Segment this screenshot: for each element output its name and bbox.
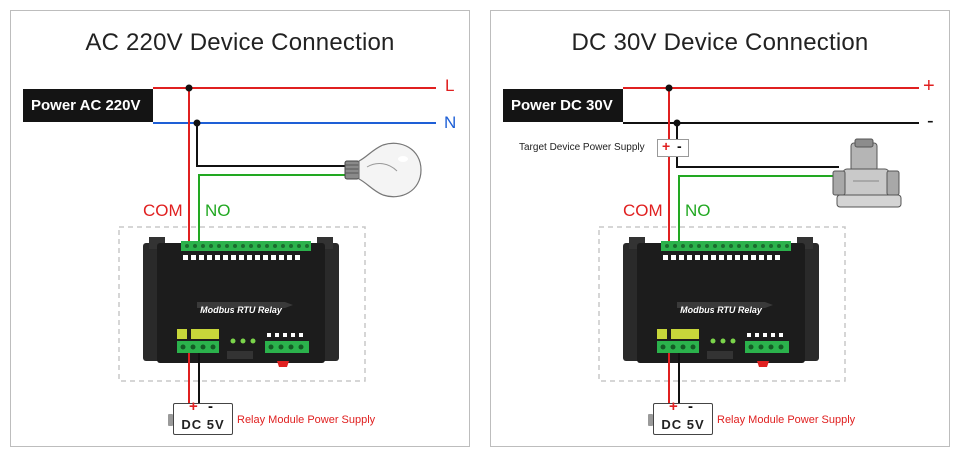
supply-caption: Relay Module Power Supply bbox=[717, 414, 856, 426]
line-plus-label: + bbox=[923, 75, 935, 97]
ac-panel: AC 220V Device Connection bbox=[10, 10, 470, 447]
target-supply-terminal: + - bbox=[657, 138, 689, 157]
no-wire bbox=[198, 174, 346, 243]
line-n-label: N bbox=[444, 113, 457, 132]
line-l-label: L bbox=[445, 76, 455, 95]
line-minus-label: - bbox=[927, 110, 934, 132]
neutral-to-load-wire bbox=[196, 123, 346, 167]
dc-wiring-diagram: Modbus RTU Relay bbox=[598, 84, 919, 407]
supply-plus: + bbox=[189, 398, 198, 415]
target-plus: + bbox=[662, 138, 671, 154]
supply-minus: - bbox=[688, 398, 693, 415]
com-label: COM bbox=[623, 201, 663, 220]
no-label: NO bbox=[205, 201, 231, 220]
supply-minus: - bbox=[208, 398, 213, 415]
supply-plus: + bbox=[669, 398, 678, 415]
junction-dot bbox=[193, 119, 201, 127]
relay-module bbox=[143, 237, 339, 367]
light-bulb-icon bbox=[344, 142, 422, 198]
dc-5v-supply: + - DC 5V bbox=[648, 398, 713, 435]
target-to-load-wire bbox=[676, 157, 839, 168]
power-label-box: Power AC 220V bbox=[23, 89, 153, 122]
no-wire bbox=[678, 175, 839, 243]
module-area bbox=[118, 226, 366, 382]
junction-dot bbox=[673, 119, 681, 127]
panel-title: DC 30V Device Connection bbox=[571, 29, 869, 56]
supply-voltage: DC 5V bbox=[181, 417, 225, 432]
battery-cap bbox=[648, 414, 653, 426]
com-label: COM bbox=[143, 201, 183, 220]
ac-wiring-diagram: Modbus RTU Relay bbox=[118, 84, 436, 407]
dc-5v-supply: + - DC 5V bbox=[168, 398, 233, 435]
panel-title: AC 220V Device Connection bbox=[85, 29, 395, 56]
module-name-label: Modbus RTU Relay bbox=[200, 305, 283, 315]
dc-panel: DC 30V Device Connection bbox=[490, 10, 950, 447]
supply-voltage: DC 5V bbox=[661, 417, 705, 432]
junction-dot bbox=[665, 84, 673, 92]
supply-caption: Relay Module Power Supply bbox=[237, 414, 376, 426]
target-minus: - bbox=[677, 138, 682, 154]
relay-module bbox=[623, 237, 819, 367]
module-name-label: Modbus RTU Relay bbox=[680, 305, 763, 315]
junction-dot bbox=[185, 84, 193, 92]
no-label: NO bbox=[685, 201, 711, 220]
target-supply-caption: Target Device Power Supply bbox=[519, 142, 645, 153]
battery-cap bbox=[168, 414, 173, 426]
solenoid-valve-icon bbox=[832, 138, 902, 208]
power-label-box: Power DC 30V bbox=[503, 89, 623, 122]
module-area bbox=[598, 226, 846, 382]
